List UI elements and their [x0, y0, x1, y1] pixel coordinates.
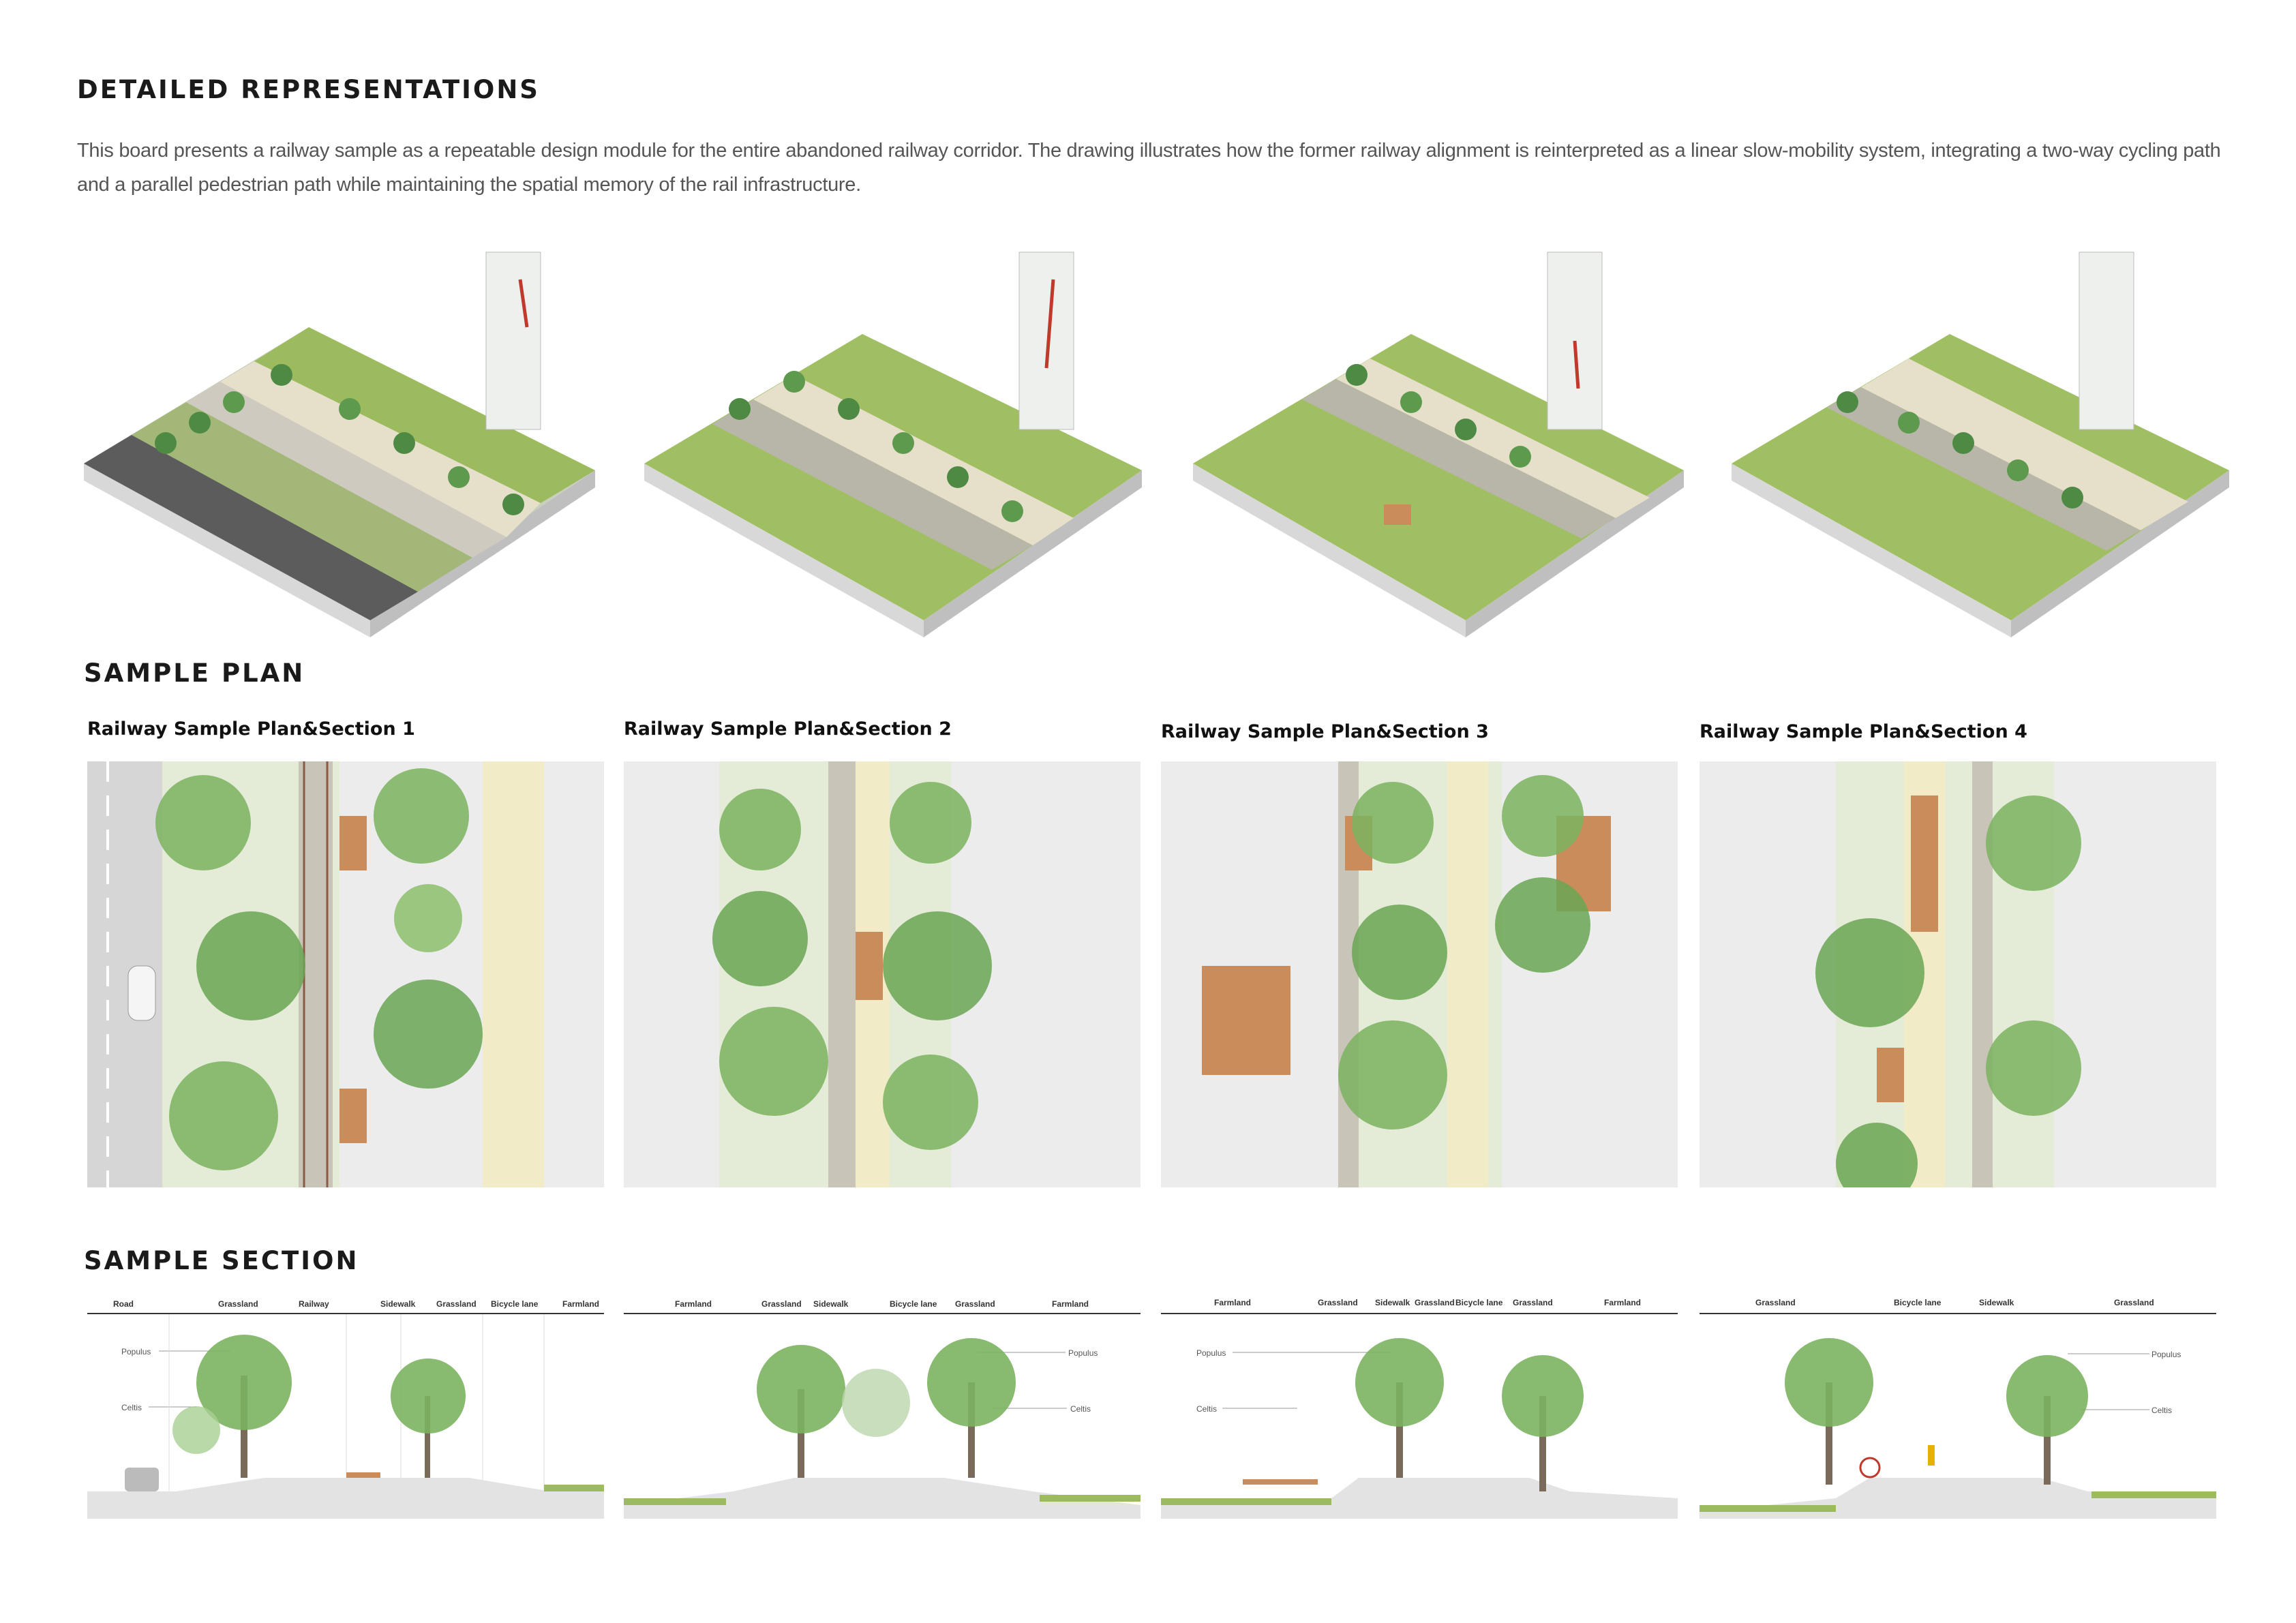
section-drawing-3: Farmland Grassland Sidewalk Grassland Bi… — [1161, 1294, 1678, 1526]
section-4-plant-populus: Populus — [2151, 1350, 2181, 1359]
section-1-label-farmland: Farmland — [562, 1299, 600, 1309]
section-2-plant-populus: Populus — [1068, 1348, 1098, 1358]
plan-caption-4: Railway Sample Plan&Section 4 — [1700, 721, 2027, 742]
section-3-label-sidewalk: Sidewalk — [1375, 1298, 1410, 1307]
intro-line-1: This board presents a railway sample as … — [77, 140, 2221, 162]
section-1-plant-populus: Populus — [121, 1347, 151, 1356]
section-2-label-farmland: Farmland — [675, 1299, 712, 1309]
section-3-label-grassland: Grassland — [1318, 1298, 1358, 1307]
sample-section-heading: SAMPLE SECTION — [84, 1246, 359, 1275]
axon-view-4 — [1691, 239, 2236, 648]
section-2-label-grassland-2: Grassland — [955, 1299, 995, 1309]
section-1-label-sidewalk: Sidewalk — [380, 1299, 416, 1309]
section-3-plant-celtis: Celtis — [1196, 1404, 1218, 1414]
section-4-label-sidewalk: Sidewalk — [1979, 1298, 2014, 1307]
section-drawing-2: Farmland Grassland Sidewalk Bicycle lane… — [624, 1294, 1141, 1526]
plan-caption-1: Railway Sample Plan&Section 1 — [87, 718, 415, 740]
section-3-label-farmland-2: Farmland — [1604, 1298, 1642, 1307]
plan-caption-2: Railway Sample Plan&Section 2 — [624, 718, 952, 740]
section-3-label-farmland: Farmland — [1214, 1298, 1252, 1307]
sample-plan-heading: SAMPLE PLAN — [84, 658, 305, 688]
section-1-label-grassland: Grassland — [218, 1299, 258, 1309]
axon-view-1 — [77, 239, 609, 648]
section-4-label-grassland-2: Grassland — [2114, 1298, 2154, 1307]
section-2-label-sidewalk: Sidewalk — [813, 1299, 849, 1309]
section-4-plant-celtis: Celtis — [2151, 1406, 2173, 1415]
axon-view-3 — [1152, 239, 1691, 648]
section-drawing-4: Grassland Bicycle lane Sidewalk Grasslan… — [1700, 1294, 2216, 1526]
page-title: DETAILED REPRESENTATIONS — [77, 75, 540, 104]
section-drawing-1: Road Grassland Railway Sidewalk Grasslan… — [87, 1294, 604, 1526]
section-3-plant-populus: Populus — [1196, 1348, 1226, 1358]
plan-drawing-1 — [87, 761, 604, 1187]
section-2-label-farmland-2: Farmland — [1052, 1299, 1089, 1309]
section-3-label-bicycle-lane: Bicycle lane — [1455, 1298, 1503, 1307]
plan-caption-3: Railway Sample Plan&Section 3 — [1161, 721, 1489, 742]
plan-drawing-2 — [624, 761, 1141, 1187]
section-3-label-grassland-2: Grassland — [1415, 1298, 1455, 1307]
section-1-label-bicycle-lane: Bicycle lane — [491, 1299, 539, 1309]
section-1-plant-celtis: Celtis — [121, 1403, 142, 1412]
section-2-plant-celtis: Celtis — [1070, 1404, 1091, 1414]
section-2-label-bicycle-lane: Bicycle lane — [890, 1299, 937, 1309]
section-4-label-grassland: Grassland — [1755, 1298, 1796, 1307]
plan-drawing-4 — [1700, 761, 2216, 1187]
section-1-label-railway: Railway — [299, 1299, 329, 1309]
plan-drawing-3 — [1161, 761, 1678, 1187]
section-3-label-grassland-3: Grassland — [1513, 1298, 1553, 1307]
intro-text: This board presents a railway sample as … — [77, 134, 2231, 202]
intro-line-2: and a parallel pedestrian path while mai… — [77, 174, 861, 196]
section-2-label-grassland: Grassland — [761, 1299, 802, 1309]
section-4-label-bicycle-lane: Bicycle lane — [1894, 1298, 1942, 1307]
section-1-label-road: Road — [113, 1299, 134, 1309]
axon-view-2 — [617, 239, 1149, 648]
section-1-label-grassland-2: Grassland — [436, 1299, 477, 1309]
